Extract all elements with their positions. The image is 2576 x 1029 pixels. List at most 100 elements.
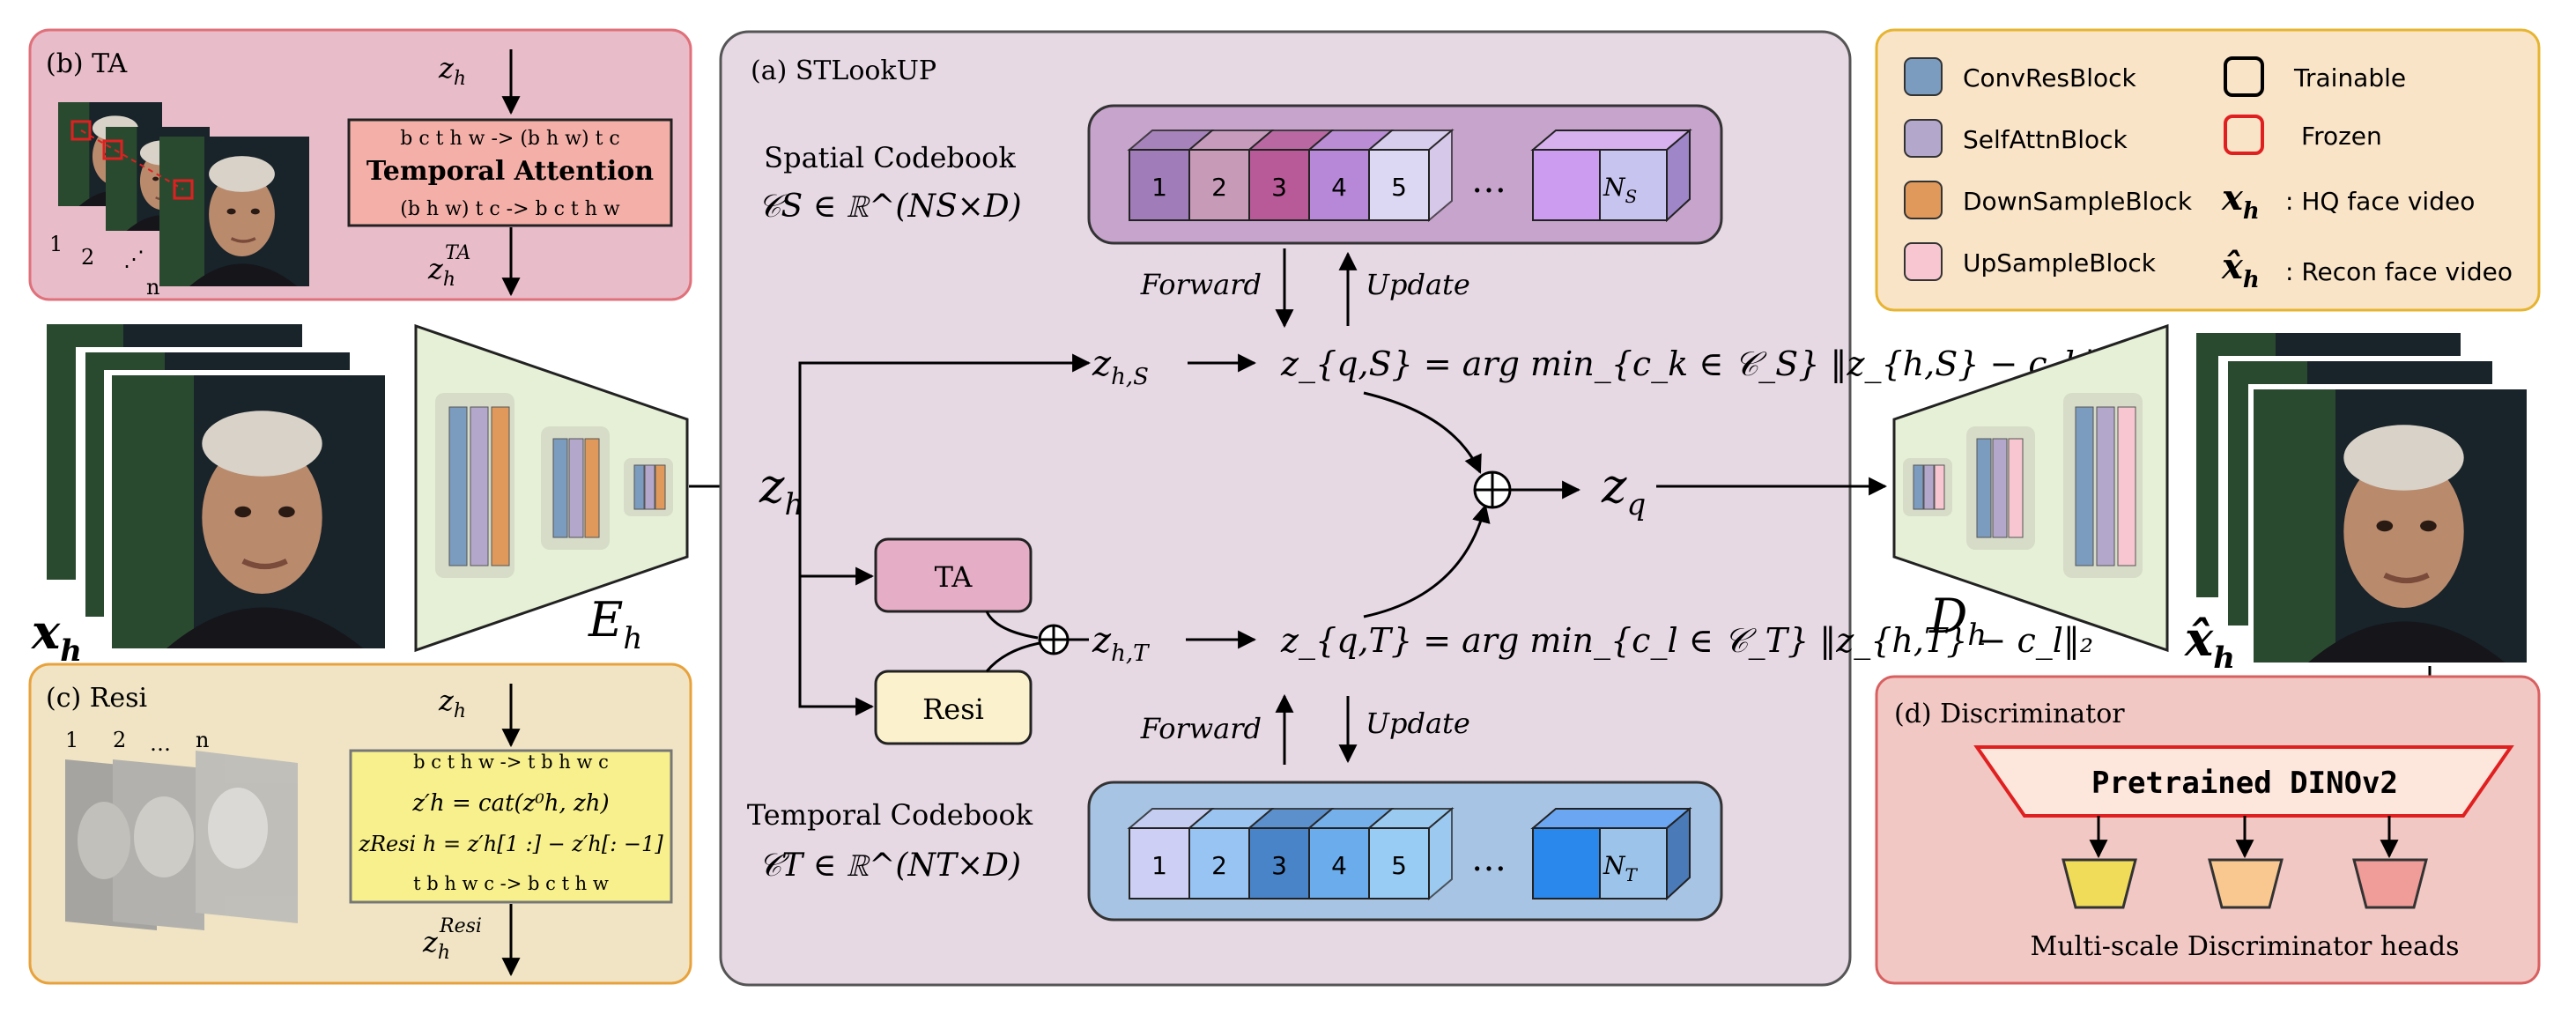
legend-label: : Recon face video <box>2285 257 2513 286</box>
legend-swatch-trainable <box>2224 56 2264 97</box>
input-face-frame <box>112 375 385 648</box>
codebook-entry: 5 <box>1366 806 1455 901</box>
codebook-entry-label: 2 <box>1211 173 1227 202</box>
temporal-lookup-equation: z_{q,T} = arg min_{c_l ∈ 𝒞_T} ‖z_{h,T} −… <box>1280 621 2093 661</box>
spatial-forward-label: Forward <box>1140 268 1262 301</box>
resi-operation-box <box>349 749 673 904</box>
codebook-entry-label: 3 <box>1271 173 1287 202</box>
legend-xhat-symbol: x̂h <box>2221 246 2260 293</box>
ta-frame-label: 1 <box>49 232 63 256</box>
output-symbol: x̂h <box>2184 611 2235 676</box>
resi-box <box>874 670 1033 745</box>
input-symbol: xh <box>31 603 82 669</box>
codebook-entry: 3 <box>1247 808 1335 899</box>
codebook-entry-label: 1 <box>1151 173 1167 202</box>
codebook-entry-label: 5 <box>1391 173 1407 202</box>
svg-text:⋰: ⋰ <box>123 247 144 271</box>
ta-frame-label: n <box>146 275 159 300</box>
codebook-entry: 4 <box>1307 130 1395 221</box>
legend-label: UpSampleBlock <box>1963 248 2157 278</box>
codebook-entry: 5 <box>1366 128 1455 223</box>
legend-label: DownSampleBlock <box>1963 187 2193 216</box>
legend-label: : HQ face video <box>2285 187 2475 216</box>
codebook-entry: 3 <box>1247 130 1335 221</box>
legend-swatch-selfattn <box>1904 119 1943 158</box>
temporal-update-label: Update <box>1366 707 1470 740</box>
output-video-stack <box>2187 328 2530 666</box>
svg-text:TA: TA <box>935 560 973 594</box>
resi-op-4: t b h w c -> b c t h w <box>413 873 609 894</box>
resi-output-symbol: zhResi <box>422 915 482 964</box>
stlookup-title: (a) STLookUP <box>751 56 936 86</box>
quantized-sum-node <box>1473 470 1512 509</box>
output-face-frame <box>2254 389 2527 663</box>
codebook-entry: 2 <box>1187 130 1275 221</box>
codebook-entry: 1 <box>1127 130 1215 221</box>
svg-text:NT: NT <box>1603 851 1639 885</box>
legend-xh-symbol: xh <box>2221 177 2260 225</box>
legend-label: Trainable <box>2293 63 2406 93</box>
ta-patch-marker <box>102 139 123 160</box>
resi-op-1: b c t h w -> t b h w c <box>413 751 609 773</box>
resi-title: (c) Resi <box>46 683 147 714</box>
encoder-label: Eh <box>588 592 642 656</box>
codebook-entry-label: 5 <box>1391 851 1407 880</box>
decoder <box>1892 323 2169 653</box>
ta-operation-box <box>347 118 673 227</box>
discriminator-heads-label: Multi-scale Discriminator heads <box>2031 931 2460 962</box>
resi-op-2: z′h = cat(z⁰h, zh) <box>411 790 609 817</box>
svg-text:…: … <box>1471 839 1506 879</box>
discriminator-title: (d) Discriminator <box>1894 699 2125 729</box>
resi-residual-frames <box>65 751 298 930</box>
discriminator-head <box>2352 858 2428 909</box>
discriminator-head <box>2208 858 2284 909</box>
svg-text:…: … <box>1471 160 1506 201</box>
ta-frame-stack <box>58 100 311 286</box>
spatial-update-label: Update <box>1366 268 1470 301</box>
ta-op-top: b c t h w -> (b h w) t c <box>400 128 619 150</box>
decoder-label: Dh <box>1928 589 1987 653</box>
codebook-entry-label: 4 <box>1331 851 1347 880</box>
encoder <box>414 323 689 653</box>
ta-op-main: Temporal Attention <box>366 156 654 187</box>
discriminator-panel: (d) Discriminator Pretrained DINOv2 Mult… <box>1875 675 2541 985</box>
resi-op-3: zResi h = z′h[1 :] − z′h[: −1] <box>358 832 663 856</box>
codebook-entry-label: 1 <box>1151 851 1167 880</box>
legend-swatch-upsample <box>1904 242 1943 281</box>
resi-frame-label: n <box>196 728 209 752</box>
resi-frame-label: … <box>150 731 171 756</box>
ta-title: (b) TA <box>46 48 128 79</box>
ta-output-symbol: zhTA <box>427 242 470 291</box>
spatial-codebook-title: Spatial Codebook <box>764 141 1016 174</box>
ta-op-bottom: (b h w) t c -> b c t h w <box>400 198 620 220</box>
legend-label: ConvResBlock <box>1963 63 2137 93</box>
legend-swatch-frozen <box>2224 115 2264 155</box>
ta-patch-marker <box>70 120 92 141</box>
svg-text:Resi: Resi <box>922 692 984 726</box>
legend-swatch-downsample <box>1904 181 1943 219</box>
codebook-entry: 4 <box>1307 808 1395 899</box>
zq-symbol: zq <box>1601 458 1646 522</box>
temporal-forward-label: Forward <box>1140 712 1262 745</box>
resi-panel: (c) Resi 1 2 … n zh b c t h w -> t b h w… <box>28 663 692 985</box>
spatial-codebook-last-entry: NS <box>1530 128 1692 223</box>
ta-patch-marker <box>173 179 194 200</box>
legend-swatch-convres <box>1904 57 1943 96</box>
spatial-lookup-equation: z_{q,S} = arg min_{c_k ∈ 𝒞_S} ‖z_{h,S} −… <box>1280 344 2114 384</box>
stlookup-panel: (a) STLookUP <box>719 30 1852 987</box>
ta-input-symbol: zh <box>438 51 466 90</box>
codebook-entry-label: 2 <box>1211 851 1227 880</box>
temporal-codebook-last-entry: NT <box>1530 806 1692 901</box>
legend-label: Frozen <box>2301 122 2382 151</box>
svg-text:NS: NS <box>1603 173 1637 207</box>
codebook-entry: 1 <box>1127 808 1215 899</box>
zhS-symbol: zh,S <box>1092 344 1149 390</box>
ta-resi-sum-node <box>1038 624 1070 655</box>
legend-panel: ConvResBlock SelfAttnBlock DownSampleBlo… <box>1875 28 2541 312</box>
spatial-codebook-symbol: 𝒞S ∈ ℝ^(NS×D) <box>758 189 1021 225</box>
temporal-codebook-title: Temporal Codebook <box>747 798 1033 832</box>
ta-box <box>874 537 1033 613</box>
